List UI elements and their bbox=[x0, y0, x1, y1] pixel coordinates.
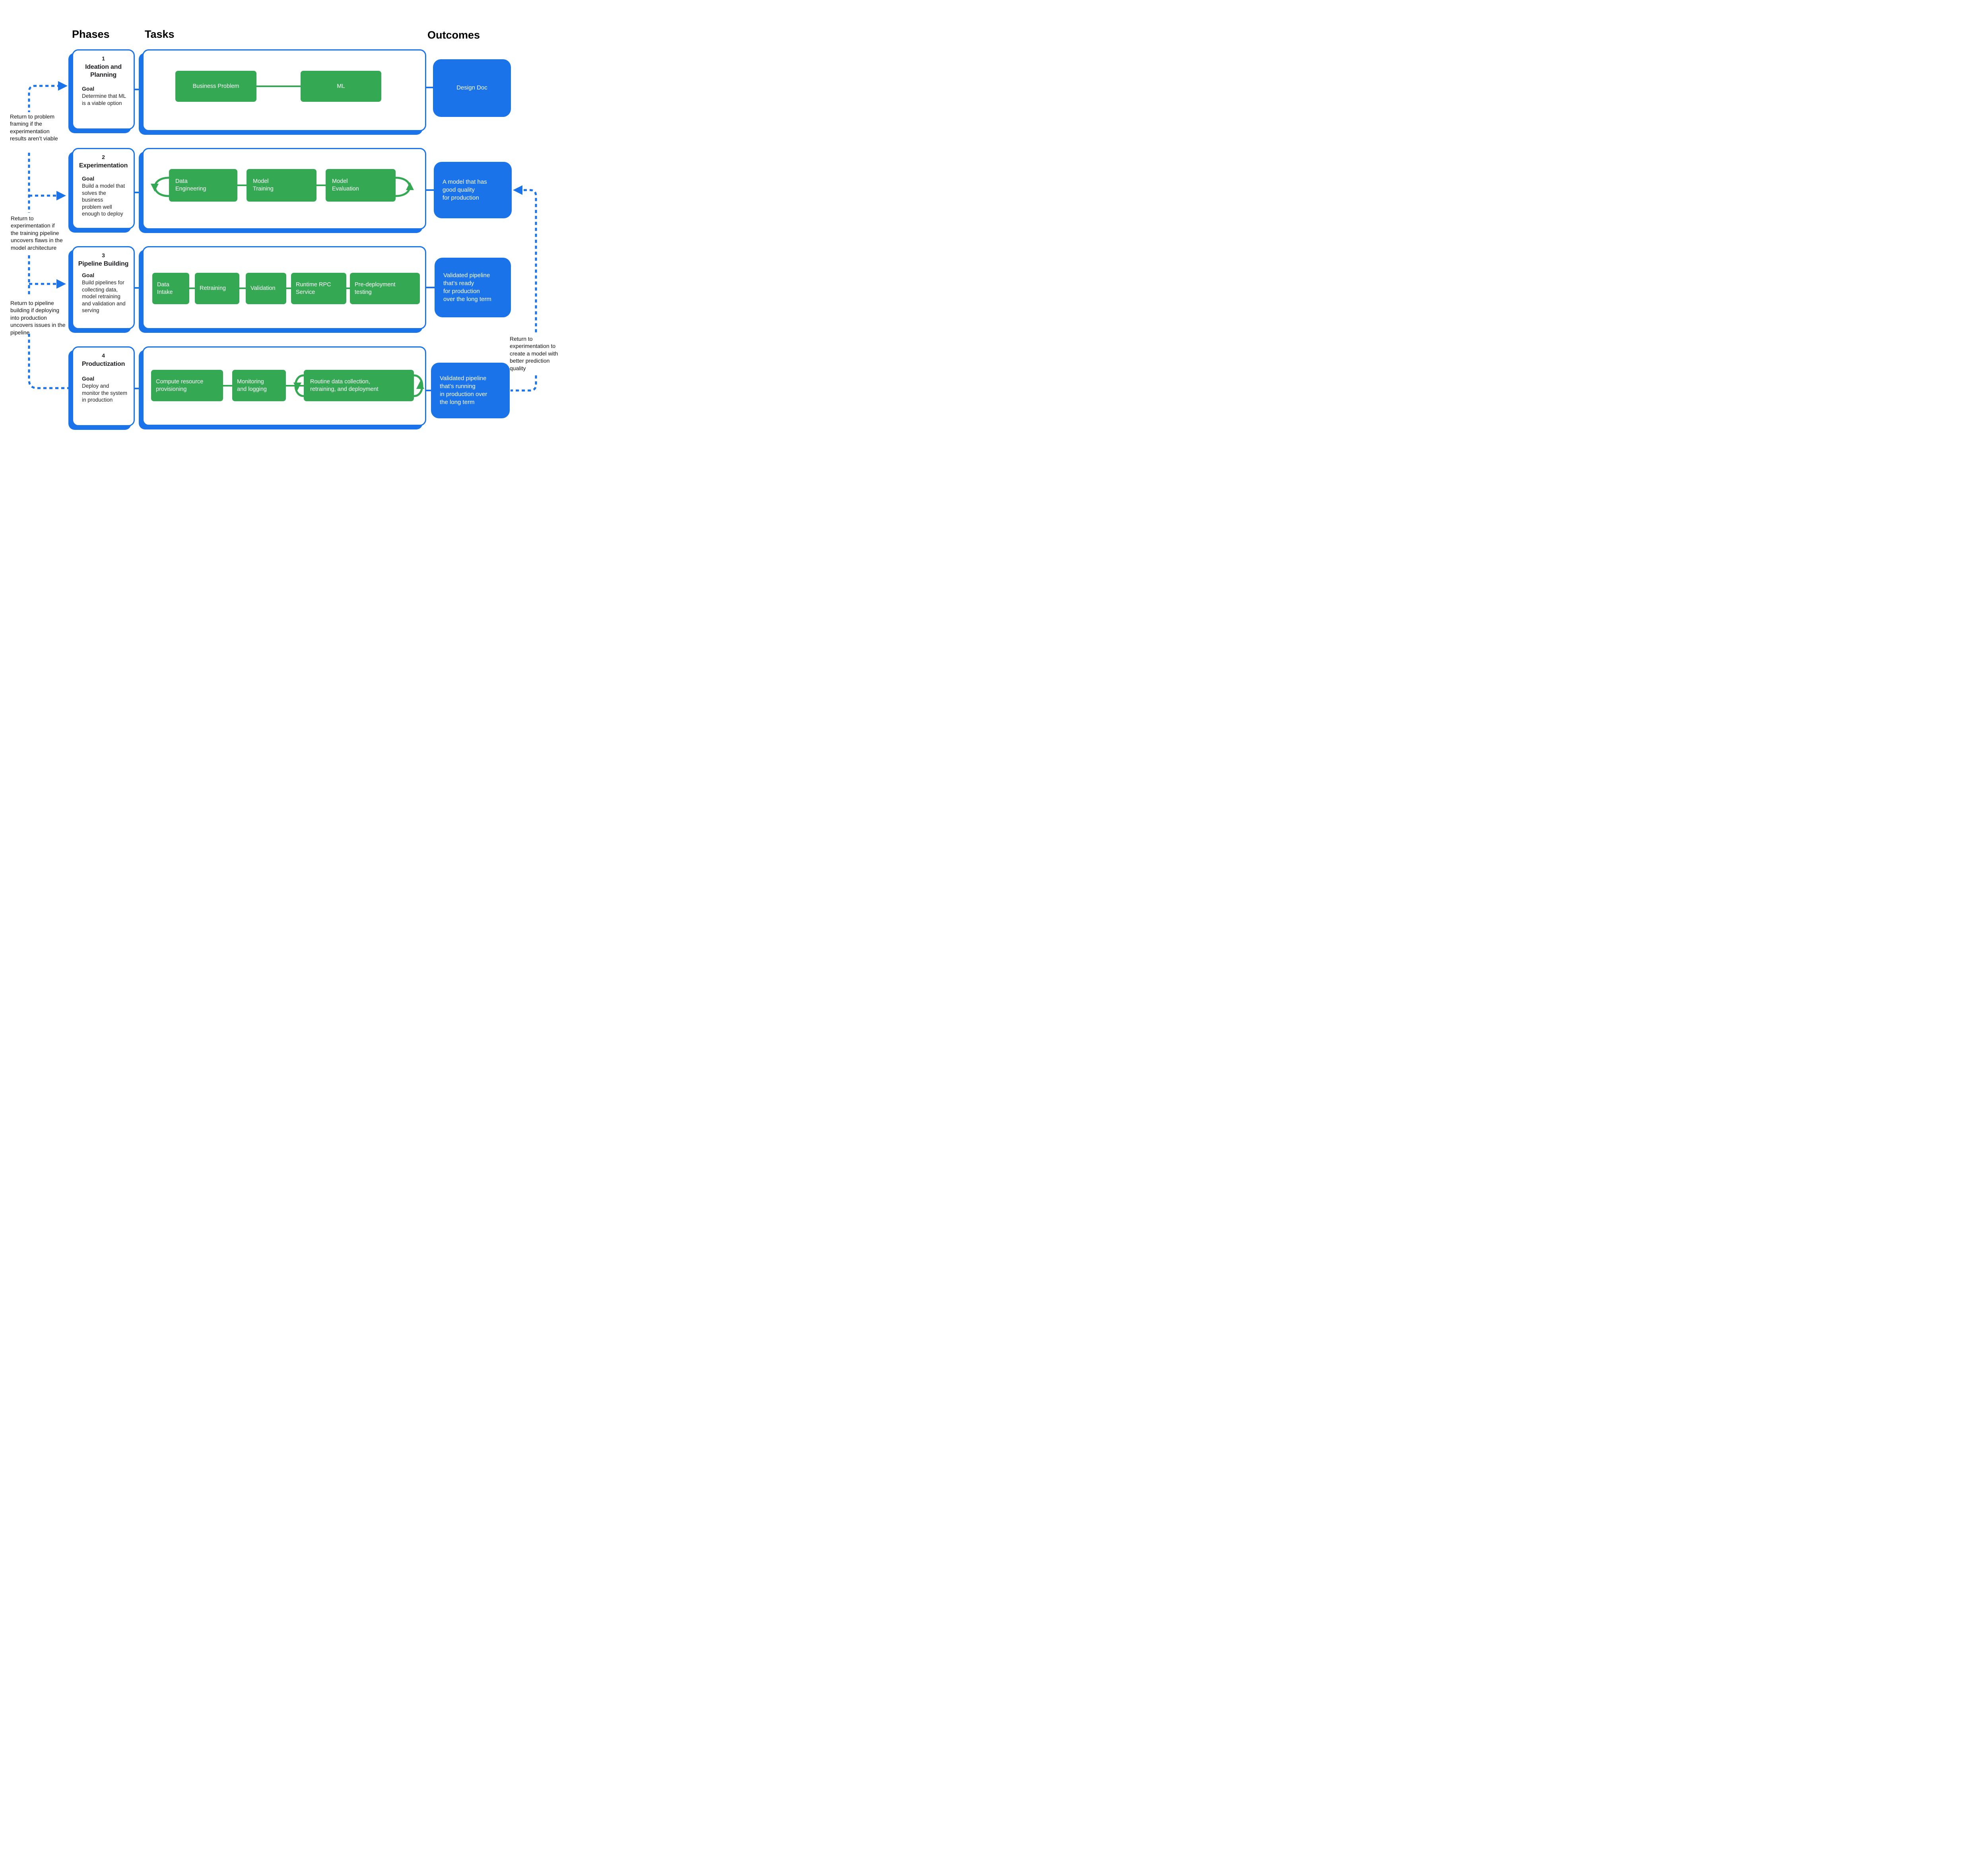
phase-card-experimentation: 2 Experimentation Goal Build a model tha… bbox=[72, 148, 135, 229]
goal-label: Goal bbox=[82, 272, 95, 278]
outcome-design-doc: Design Doc bbox=[433, 59, 511, 117]
task-pre-deployment-testing: Pre-deployment testing bbox=[350, 273, 420, 304]
connector-phase1-tasks1 bbox=[134, 89, 143, 90]
annotation-return-problem-framing: Return to problem framing if the experim… bbox=[10, 113, 58, 142]
goal-text: Build pipelines for collecting data, mod… bbox=[82, 280, 126, 314]
phase-card-pipeline-building: 3 Pipeline Building Goal Build pipelines… bbox=[72, 246, 135, 329]
task-compute-resource-provisioning: Compute resource provisioning bbox=[151, 370, 223, 401]
task-data-engineering: Data Engineering bbox=[169, 169, 237, 202]
column-header-outcomes: Outcomes bbox=[427, 29, 480, 41]
annotation-return-experimentation-quality: Return to experimentation to create a mo… bbox=[510, 336, 558, 371]
goal-text: Determine that ML is a viable option bbox=[82, 93, 126, 106]
phase-card-ideation: 1 Ideation and Planning Goal Determine t… bbox=[72, 49, 135, 130]
connector-row4-b bbox=[286, 385, 304, 387]
connector-row2-b bbox=[316, 185, 326, 186]
connector-tasks1-outcome1 bbox=[425, 87, 434, 88]
connector-row3-b bbox=[239, 288, 246, 289]
phase-card-productization: 4 Productization Goal Deploy and monitor… bbox=[72, 346, 135, 426]
mlops-phases-diagram: Phases Tasks Outcomes 1 Ideation and Pla… bbox=[0, 0, 564, 465]
goal-text: Build a model that solves the business p… bbox=[82, 183, 125, 217]
phase-title: Experimentation bbox=[79, 162, 128, 169]
annotation-return-pipeline-building: Return to pipeline building if deploying… bbox=[10, 300, 66, 336]
connector-phase3-tasks3 bbox=[134, 287, 143, 289]
task-business-problem: Business Problem bbox=[175, 71, 256, 102]
connector-tasks2-outcome2 bbox=[425, 189, 435, 191]
arrowhead-to-outcome2-icon bbox=[513, 185, 522, 195]
connector-business-problem-ml bbox=[256, 85, 301, 87]
column-header-tasks: Tasks bbox=[145, 28, 175, 40]
task-validation: Validation bbox=[246, 273, 286, 304]
outcome-validated-pipeline-running: Validated pipeline that’s running in pro… bbox=[431, 363, 510, 418]
column-header-phases: Phases bbox=[72, 28, 110, 40]
task-data-intake: Data Intake bbox=[152, 273, 189, 304]
arrowhead-to-phase3-icon bbox=[56, 279, 66, 289]
task-retraining: Retraining bbox=[195, 273, 239, 304]
task-runtime-rpc-service: Runtime RPC Service bbox=[291, 273, 346, 304]
arrowhead-to-phase1-icon bbox=[58, 81, 68, 91]
phase-title: Pipeline Building bbox=[78, 260, 129, 267]
phase-number: 2 bbox=[102, 154, 105, 160]
connector-tasks4-outcome4 bbox=[425, 390, 432, 391]
annotation-return-experimentation-flaws: Return to experimentation if the trainin… bbox=[11, 215, 63, 251]
goal-label: Goal bbox=[82, 375, 95, 382]
connector-row3-c bbox=[286, 288, 291, 289]
connector-row3-d bbox=[346, 288, 350, 289]
arrowhead-to-phase2-icon bbox=[56, 191, 66, 200]
connector-row2-a bbox=[237, 185, 247, 186]
goal-text: Deploy and monitor the system in product… bbox=[82, 383, 128, 403]
outcome-model-good-quality: A model that has good quality for produc… bbox=[434, 162, 512, 218]
phase-number: 1 bbox=[102, 55, 105, 62]
connector-row3-a bbox=[189, 288, 195, 289]
connector-tasks3-outcome3 bbox=[425, 287, 435, 288]
connector-phase4-tasks4 bbox=[134, 388, 143, 389]
task-model-training: Model Training bbox=[247, 169, 316, 202]
phase-number: 4 bbox=[102, 352, 105, 359]
goal-label: Goal bbox=[82, 85, 95, 92]
phase-number: 3 bbox=[102, 252, 105, 258]
task-model-evaluation: Model Evaluation bbox=[326, 169, 396, 202]
connector-phase2-tasks2 bbox=[134, 192, 143, 193]
outcome-validated-pipeline-ready: Validated pipeline that’s ready for prod… bbox=[435, 258, 511, 317]
connector-row4-a bbox=[223, 385, 232, 387]
task-routine-data-collection: Routine data collection, retraining, and… bbox=[304, 370, 414, 401]
goal-label: Goal bbox=[82, 175, 95, 182]
phase-title: Productization bbox=[82, 361, 125, 367]
phase-title: Ideation and Planning bbox=[85, 64, 122, 78]
task-ml: ML bbox=[301, 71, 381, 102]
task-monitoring-and-logging: Monitoring and logging bbox=[232, 370, 286, 401]
